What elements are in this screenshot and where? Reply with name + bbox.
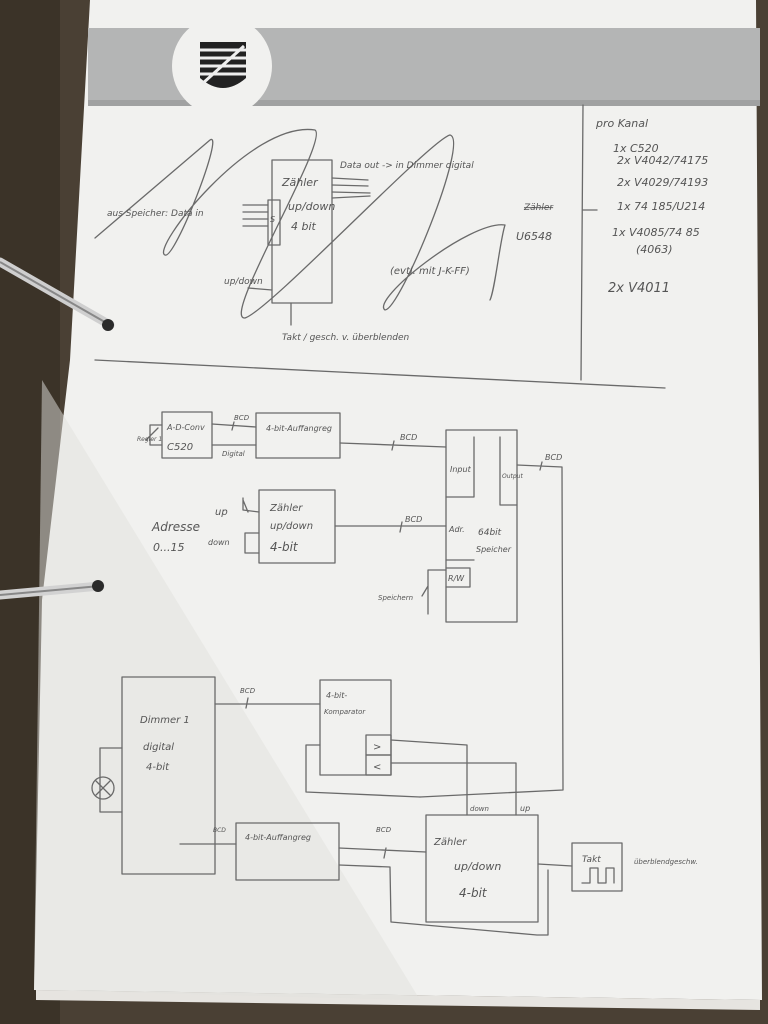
page-stack xyxy=(36,990,760,1010)
bcd-label: BCD xyxy=(240,687,256,695)
main-counter-mode: up/down xyxy=(454,860,501,873)
digital-label: Digital xyxy=(222,450,245,458)
counter-label: Zähler xyxy=(281,176,319,189)
punch-hole xyxy=(92,580,104,592)
binder-ring-top xyxy=(0,257,115,330)
adc-label: A-D-Conv xyxy=(166,423,205,432)
bcd-label: BCD xyxy=(545,453,562,462)
s-pin-box xyxy=(267,199,281,246)
up-button-label: up xyxy=(215,507,228,518)
dimmer-label: Dimmer 1 xyxy=(140,715,190,726)
coat-of-arms-logo xyxy=(200,42,246,88)
bcd-label: BCD xyxy=(405,515,422,524)
address-counter-bits: 4-bit xyxy=(270,540,299,554)
memory-input-label: Input xyxy=(450,465,472,474)
part-item: 1x 74 185/U214 xyxy=(617,200,705,213)
data-out-label: Data out -> in Dimmer digital xyxy=(340,161,474,171)
parts-list: pro Kanal 1x C520 2x V4042/74175 2x V402… xyxy=(595,117,708,296)
address-counter-mode: up/down xyxy=(270,521,313,532)
adc-chip-label: C520 xyxy=(167,442,193,453)
memory-output-label: Output xyxy=(502,473,523,480)
memory-rw-label: R/W xyxy=(448,574,465,583)
binder-ring-bottom xyxy=(0,581,105,600)
fade-speed-label: überblendgeschw. xyxy=(634,858,698,866)
main-counter-bits: 4-bit xyxy=(459,886,488,900)
comparator-type-label: Komparator xyxy=(324,708,366,716)
register-box-top xyxy=(255,412,341,459)
address-label: Adresse xyxy=(151,520,200,534)
counter-mode-label: up/down xyxy=(288,200,335,213)
part-item: 1x C520 xyxy=(613,142,659,155)
part-item: 2x V4029/74193 xyxy=(617,176,708,189)
ic-label: U6548 xyxy=(516,230,552,243)
regler-label: Regler 1 xyxy=(137,436,162,443)
dimmer-box xyxy=(121,676,216,875)
address-range-label: 0...15 xyxy=(153,541,185,554)
store-switch-label: Speichern xyxy=(378,594,413,602)
lamp-icon xyxy=(91,776,115,800)
address-counter-label: Zähler xyxy=(269,503,303,514)
register-label-top: 4-bit-Auffangreg xyxy=(266,424,332,433)
up-down-label: up/down xyxy=(224,277,263,287)
comparator-box xyxy=(319,679,392,776)
counter-up-input: up xyxy=(520,804,530,813)
dimmer-digital-label: digital xyxy=(143,742,174,753)
register-box-bottom xyxy=(235,822,340,881)
top-diagram: Zähler up/down 4 bit S aus Speicher: Dat… xyxy=(94,129,598,343)
memory-size-label: 64bit xyxy=(478,528,502,538)
takt-box xyxy=(571,842,623,892)
part-item: 2x V4042/74175 xyxy=(617,154,708,167)
memory-address-label: Adr. xyxy=(448,525,465,534)
bcd-label: BCD xyxy=(376,826,392,834)
clock-label: Takt xyxy=(582,855,601,865)
part-item: 1x V4085/74 85 xyxy=(612,226,700,239)
bcd-label: BCD xyxy=(213,827,226,834)
takt-label: Takt / gesch. v. überblenden xyxy=(282,333,410,343)
counter-down-input: down xyxy=(470,805,489,813)
lower-diagram: Regler 1 A-D-Conv C520 BCD Digital 4-bit… xyxy=(91,411,698,936)
register-label-bottom: 4-bit-Auffangreg xyxy=(245,833,311,842)
shadow xyxy=(34,380,420,1000)
data-in-label: aus Speicher: Data in xyxy=(107,209,204,219)
struck-label: Zähler xyxy=(523,203,554,213)
s-pin-label: S xyxy=(270,215,275,224)
less-than-output: < xyxy=(373,762,381,773)
jk-ff-note: (evtl. mit J-K-FF) xyxy=(390,266,470,277)
main-counter-label: Zähler xyxy=(433,837,467,848)
part-item: 2x V4011 xyxy=(608,281,670,296)
parts-list-title: pro Kanal xyxy=(595,117,648,130)
adc-box xyxy=(161,411,213,459)
part-item: (4063) xyxy=(636,243,673,256)
memory-label: Speicher xyxy=(476,545,512,554)
bcd-label: BCD xyxy=(234,414,250,422)
main-counter-box xyxy=(425,814,539,923)
greater-than-output: > xyxy=(373,742,381,753)
bcd-label: BCD xyxy=(400,433,417,442)
down-button-label: down xyxy=(208,538,230,547)
dimmer-bits-label: 4-bit xyxy=(146,762,170,773)
section-divider xyxy=(94,104,666,389)
header-banner-edge xyxy=(88,100,760,106)
counter-bits-label: 4 bit xyxy=(291,220,317,233)
counter-box-top xyxy=(271,159,333,304)
comparator-label: 4-bit- xyxy=(326,691,347,700)
punch-hole xyxy=(102,319,114,331)
memory-box xyxy=(445,429,518,623)
